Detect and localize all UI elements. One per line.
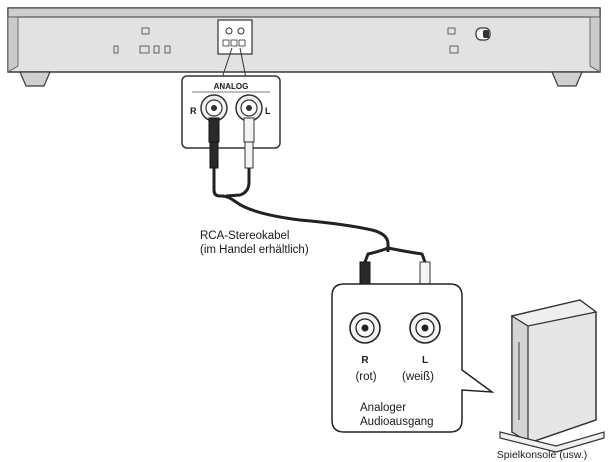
source-panel-title-line1: Analoger — [360, 402, 406, 414]
soundbar-jack-panel: ANALOG R L — [181, 75, 281, 149]
cable-label-line2: (im Handel erhältlich) — [200, 244, 309, 256]
soundbar-jack-l-label: L — [265, 106, 271, 116]
device-caption: Spielkonsole (usw.) — [497, 449, 587, 461]
source-jack-l-label: L — [422, 355, 428, 366]
source-jack-r[interactable] — [349, 312, 381, 344]
soundbar — [7, 7, 601, 87]
soundbar-callout-pointer — [221, 47, 247, 79]
soundbar-jack-l[interactable] — [235, 94, 263, 122]
source-panel-title-line2: Audioausgang — [360, 416, 434, 428]
cable-label-line1: RCA-Stereokabel — [200, 230, 289, 242]
soundbar-jack-r-label: R — [190, 106, 197, 116]
upper-plug-white-side — [243, 117, 255, 169]
soundbar-jack-r[interactable] — [200, 94, 228, 122]
source-jack-r-color: (rot) — [355, 371, 376, 383]
source-jack-panel: R L (rot) (weiß) Analoger Audioausgang — [331, 283, 495, 433]
upper-plug-red-side — [208, 117, 220, 169]
source-jack-l[interactable] — [409, 312, 441, 344]
analog-section-label: ANALOG — [214, 82, 249, 91]
game-console — [499, 299, 605, 453]
source-jack-r-label: R — [361, 355, 369, 366]
source-jack-l-color: (weiß) — [402, 371, 434, 383]
